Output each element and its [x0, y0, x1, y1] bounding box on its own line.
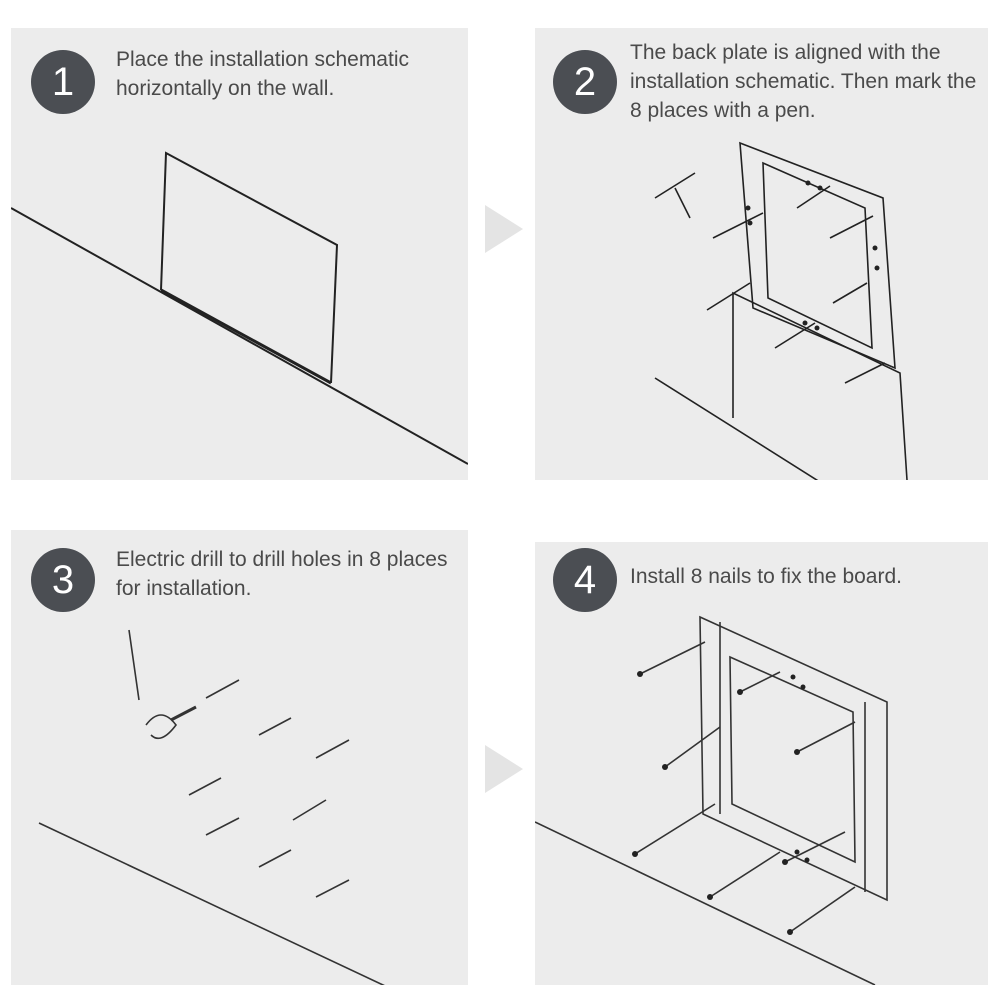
next-arrow-icon — [485, 745, 523, 793]
step-3-panel: 3 Electric drill to drill holes in 8 pla… — [11, 530, 468, 985]
step-4-panel: 4 Install 8 nails to fix the board. — [535, 542, 988, 985]
next-arrow-icon — [485, 205, 523, 253]
step-text: Install 8 nails to fix the board. — [630, 565, 902, 588]
step-text: The back plate is aligned with the insta… — [630, 41, 977, 122]
back-plate-marking-illustration — [654, 141, 908, 480]
nail-installation-illustration — [535, 615, 888, 985]
step-1-panel: 1 Place the installation schematic horiz… — [11, 28, 468, 480]
wall-schematic-illustration — [11, 151, 468, 465]
step-number-badge: 2 — [553, 50, 617, 114]
step-2-panel: 2 The back plate is aligned with the ins… — [535, 28, 988, 480]
step-text: Place the installation schematic horizon… — [116, 48, 409, 100]
drilling-illustration — [38, 629, 385, 985]
step-text: Electric drill to drill holes in 8 place… — [116, 548, 448, 600]
step-number-badge: 1 — [31, 50, 95, 114]
step-number-badge: 3 — [31, 548, 95, 612]
step-number-badge: 4 — [553, 548, 617, 612]
